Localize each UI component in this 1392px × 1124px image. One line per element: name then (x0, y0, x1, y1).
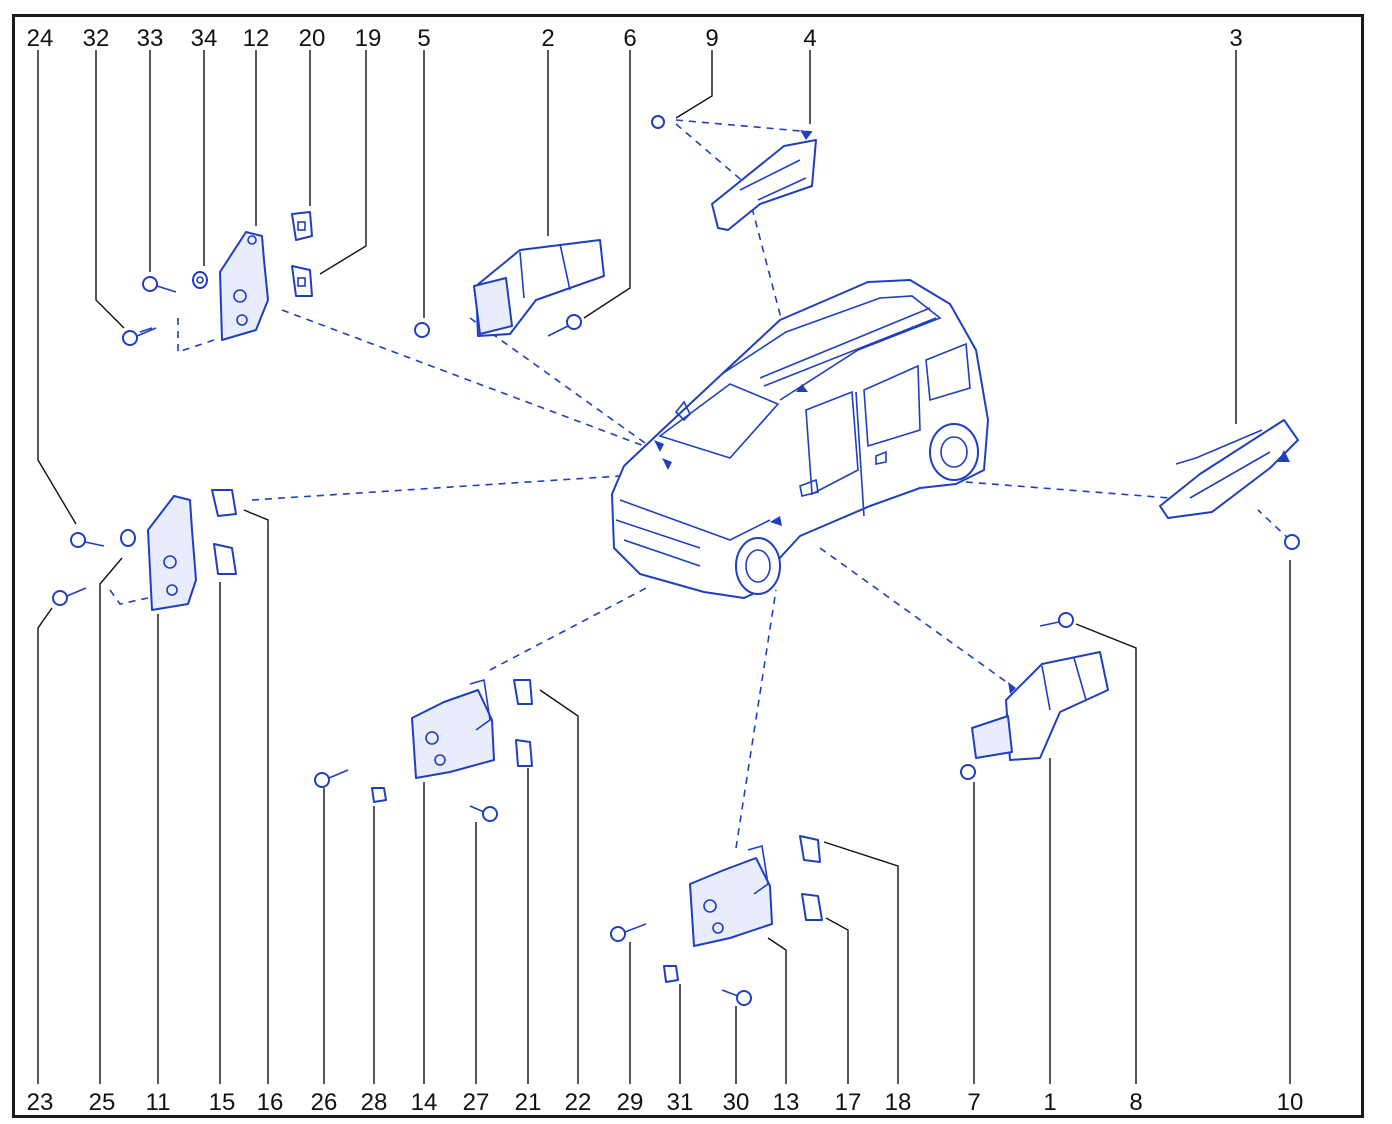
leader-lines (37, 50, 1291, 1084)
vehicle-illustration (611, 279, 989, 599)
callout-label: 19 (355, 25, 382, 52)
callout-label: 12 (243, 25, 270, 52)
callout-label: 27 (463, 1089, 490, 1116)
callout-label: 26 (311, 1089, 338, 1116)
callout-label: 11 (146, 1089, 171, 1116)
hinge-assembly-14 (314, 678, 533, 822)
callout-label: 23 (27, 1089, 54, 1116)
callout-label: 21 (515, 1089, 542, 1116)
callout-label: 2 (541, 25, 554, 52)
callout-label: 28 (361, 1089, 388, 1116)
callout-label: 7 (967, 1089, 980, 1116)
callout-label: 34 (191, 25, 218, 52)
callout-label: 24 (27, 25, 54, 52)
callout-label: 22 (565, 1089, 592, 1116)
callouts-top-row: 24 32 33 34 12 20 19 5 2 6 9 4 3 (27, 25, 1243, 52)
callout-label: 5 (417, 25, 430, 52)
bracket-3 (1159, 419, 1300, 550)
callout-label: 1 (1043, 1089, 1056, 1116)
callout-label: 29 (617, 1089, 644, 1116)
shim-plates-top (291, 211, 313, 297)
hinge-assembly-13 (610, 835, 823, 1006)
bracket-4 (651, 115, 817, 231)
callout-label: 6 (623, 25, 636, 52)
callout-label: 25 (89, 1089, 116, 1116)
callout-label: 32 (83, 25, 110, 52)
hinge-assembly-12 (122, 231, 269, 354)
diagram-frame (12, 14, 1364, 1118)
callout-label: 31 (667, 1089, 694, 1116)
callouts-bottom-row: 23 25 11 15 16 26 28 14 27 21 22 29 31 3… (27, 1089, 1304, 1116)
callout-label: 14 (411, 1089, 438, 1116)
callout-label: 33 (137, 25, 164, 52)
hinge-assembly-11 (52, 489, 237, 611)
callout-label: 9 (705, 25, 718, 52)
bolt-icon (122, 271, 208, 346)
callout-label: 30 (723, 1089, 750, 1116)
callout-label: 10 (1277, 1089, 1304, 1116)
callout-label: 3 (1229, 25, 1242, 52)
door-check-strap-2 (414, 239, 605, 338)
callout-label: 13 (773, 1089, 800, 1116)
callout-label: 20 (299, 25, 326, 52)
door-check-strap-1 (960, 612, 1109, 780)
callout-label: 8 (1129, 1089, 1142, 1116)
callout-label: 17 (835, 1089, 862, 1116)
callout-label: 16 (257, 1089, 284, 1116)
callout-label: 18 (885, 1089, 912, 1116)
callout-label: 15 (209, 1089, 236, 1116)
callout-label: 4 (803, 25, 816, 52)
